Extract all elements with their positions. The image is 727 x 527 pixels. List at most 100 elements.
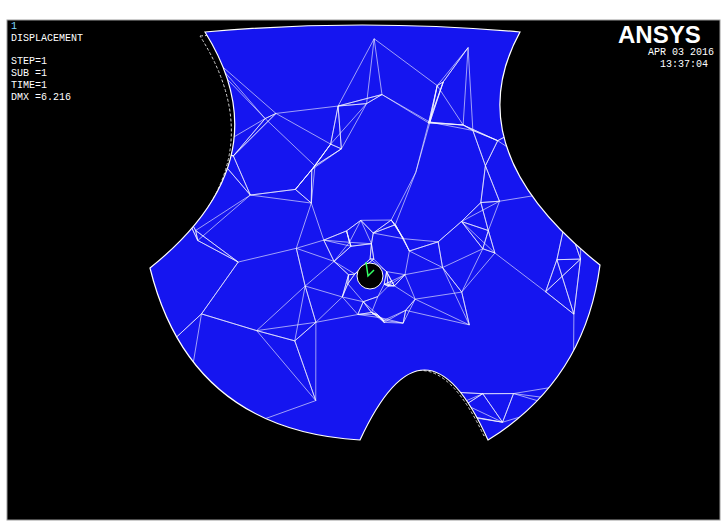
mesh-line bbox=[373, 220, 391, 233]
mesh-line bbox=[233, 119, 265, 156]
mesh-line bbox=[556, 399, 569, 406]
time-value: TIME=1 bbox=[11, 80, 47, 92]
mesh-line bbox=[555, 192, 566, 217]
mesh-line bbox=[192, 369, 205, 412]
mesh-line bbox=[503, 394, 514, 423]
mesh-line bbox=[212, 150, 234, 156]
mesh-line bbox=[177, 196, 196, 231]
mesh-line bbox=[555, 387, 557, 406]
mesh-line bbox=[437, 391, 439, 412]
time-stamp: 13:37:04 bbox=[660, 59, 708, 71]
mesh-line bbox=[461, 222, 482, 249]
mesh-line bbox=[438, 222, 461, 242]
mesh-line bbox=[192, 314, 201, 369]
mesh-line bbox=[347, 220, 361, 231]
mesh-line bbox=[374, 39, 382, 95]
mesh-line bbox=[572, 109, 609, 118]
mesh-line bbox=[429, 82, 444, 123]
mesh-line bbox=[205, 412, 229, 432]
mesh-line bbox=[546, 292, 574, 314]
mesh-line bbox=[555, 117, 609, 123]
mesh-line bbox=[367, 95, 382, 104]
mesh-line bbox=[358, 302, 363, 315]
mesh-line bbox=[305, 261, 334, 286]
mesh-line bbox=[572, 109, 609, 118]
mesh-line bbox=[567, 48, 571, 109]
mesh-line bbox=[334, 261, 355, 274]
mesh-line bbox=[338, 104, 366, 106]
mesh-line bbox=[311, 203, 323, 240]
mesh-line bbox=[387, 272, 405, 275]
mesh-line bbox=[461, 222, 482, 249]
mesh-line bbox=[485, 141, 497, 166]
mesh-line bbox=[338, 106, 341, 149]
mesh-line bbox=[569, 364, 574, 406]
mesh-line bbox=[315, 322, 316, 400]
mesh-line bbox=[177, 196, 198, 241]
mesh-line bbox=[581, 192, 582, 259]
mesh-line bbox=[438, 242, 442, 268]
mesh-line bbox=[555, 41, 560, 124]
mesh-line bbox=[295, 341, 316, 401]
mesh-line bbox=[403, 299, 415, 323]
mesh-line bbox=[168, 140, 177, 196]
mesh-line bbox=[250, 189, 295, 195]
mesh-line bbox=[485, 141, 497, 166]
mesh-line bbox=[361, 220, 373, 233]
mesh-line bbox=[437, 391, 452, 413]
step-value: STEP=1 bbox=[11, 56, 47, 68]
mesh-line bbox=[556, 364, 574, 399]
mesh-line bbox=[409, 251, 442, 268]
mesh-line bbox=[140, 403, 150, 412]
mesh-line bbox=[481, 201, 500, 202]
mesh-line bbox=[566, 217, 580, 259]
mesh-line bbox=[437, 86, 463, 125]
mesh-line bbox=[461, 222, 488, 231]
mesh-line bbox=[405, 268, 443, 275]
mesh-line bbox=[363, 302, 371, 313]
mesh-line bbox=[324, 240, 334, 261]
mesh-line bbox=[438, 242, 442, 268]
mesh-line bbox=[372, 297, 378, 313]
mesh-line bbox=[331, 144, 342, 149]
mesh-line bbox=[546, 259, 581, 292]
mesh-line bbox=[556, 364, 573, 406]
mesh-line bbox=[567, 48, 608, 117]
mesh-line bbox=[176, 26, 212, 58]
mesh-line bbox=[140, 408, 141, 411]
mesh-line bbox=[406, 310, 470, 325]
mesh-line bbox=[395, 225, 409, 251]
window-number: 1 bbox=[11, 21, 17, 33]
mesh-line bbox=[257, 331, 295, 341]
mesh-line bbox=[555, 364, 573, 387]
mesh-line bbox=[361, 220, 373, 233]
mesh-line bbox=[372, 313, 381, 318]
mesh-line bbox=[555, 191, 582, 193]
mesh-line bbox=[334, 261, 348, 274]
mesh-line bbox=[557, 259, 581, 261]
mesh-line bbox=[372, 313, 381, 318]
ansys-logo: ANSYS bbox=[618, 22, 701, 48]
mesh-line bbox=[324, 240, 334, 261]
mesh-line bbox=[212, 58, 265, 119]
mesh-line bbox=[452, 394, 482, 414]
mesh-line bbox=[524, 109, 572, 127]
mesh-line bbox=[566, 217, 580, 259]
mesh-line bbox=[358, 302, 363, 315]
mesh-line bbox=[250, 189, 295, 195]
mesh-line bbox=[141, 348, 164, 408]
mesh-line bbox=[483, 394, 503, 423]
mesh-line bbox=[461, 222, 488, 231]
mesh-line bbox=[569, 407, 607, 426]
mesh-line bbox=[463, 125, 498, 141]
mesh-line bbox=[555, 117, 609, 123]
mesh-line bbox=[514, 394, 557, 407]
mesh-line bbox=[429, 123, 464, 125]
mesh-line bbox=[394, 275, 405, 286]
mesh-line bbox=[582, 117, 609, 191]
mesh-line bbox=[228, 401, 315, 432]
mesh-lines bbox=[140, 26, 608, 443]
mesh-line bbox=[371, 244, 373, 259]
mesh-line bbox=[334, 246, 351, 261]
mesh-line bbox=[416, 122, 430, 172]
